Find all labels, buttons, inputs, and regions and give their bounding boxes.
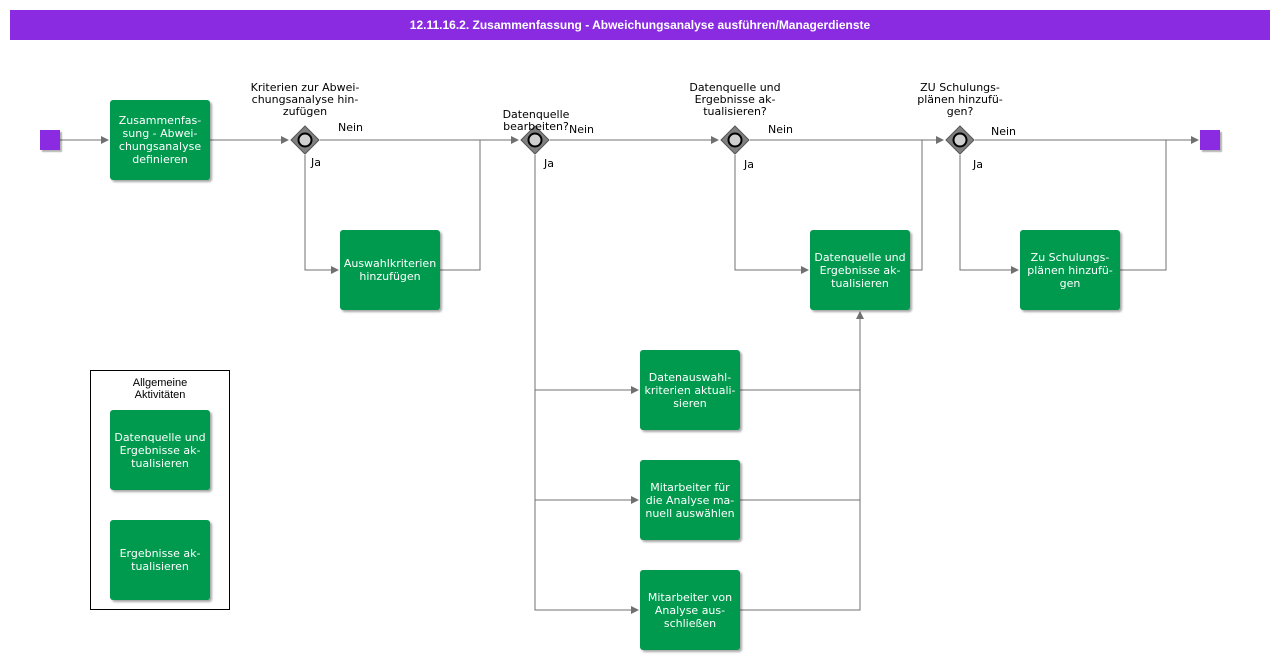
group-title: Allgemeine Aktivitäten bbox=[132, 377, 188, 401]
flow-g3-ja bbox=[734, 155, 809, 274]
flow-g2-ja-2 bbox=[534, 390, 639, 504]
task-select-employees[interactable]: Mitarbeiter für die Analyse ma- nuell au… bbox=[640, 460, 740, 540]
task-define-summary[interactable]: Zusammenfas- sung - Abwei- chungsanalyse… bbox=[110, 100, 210, 180]
task-update-selection-criteria[interactable]: Datenauswahl- kriterien aktuali- sieren bbox=[640, 350, 740, 430]
flow-g1-ja bbox=[304, 155, 339, 274]
gateway-2[interactable] bbox=[520, 125, 550, 155]
flow-g4-ja bbox=[959, 155, 1019, 274]
general-activities-group: Allgemeine Aktivitäten bbox=[90, 370, 230, 610]
flow-g2-ja-1 bbox=[534, 155, 639, 394]
task-update-datasource[interactable]: Datenquelle und Ergebnisse ak- tualisier… bbox=[810, 230, 910, 310]
flow-label-ja-4: Ja bbox=[973, 158, 983, 171]
flow-training-merge bbox=[1120, 140, 1167, 271]
end-event[interactable] bbox=[1200, 130, 1220, 150]
gateway-4-label: ZU Schulungs- plänen hinzufü- gen? bbox=[917, 81, 1003, 118]
flow-label-nein-1: Nein bbox=[338, 121, 364, 134]
start-event[interactable] bbox=[40, 130, 60, 150]
task-exclude-employees[interactable]: Mitarbeiter von Analyse aus- schließen bbox=[640, 570, 740, 650]
task-add-training[interactable]: Zu Schulungs- plänen hinzufü- gen bbox=[1020, 230, 1120, 310]
gateway-2-label: Datenquelle bearbeiten? bbox=[502, 108, 570, 133]
flow-g2-ja-3 bbox=[534, 500, 639, 614]
gateway-4[interactable] bbox=[945, 125, 975, 155]
flow-update-merge bbox=[910, 140, 923, 271]
gateway-1-label: Kriterien zur Abwei- chungsanalyse hin- … bbox=[250, 81, 360, 118]
gateway-3-label: Datenquelle und Ergebnisse ak- tualisier… bbox=[689, 81, 781, 118]
flow-label-nein-2: Nein bbox=[569, 123, 595, 136]
task-add-criteria[interactable]: Auswahlkriterien hinzufügen bbox=[340, 230, 440, 310]
flow-label-ja-3: Ja bbox=[744, 158, 754, 171]
flow-label-ja-1: Ja bbox=[311, 156, 321, 169]
flow-label-ja-2: Ja bbox=[544, 157, 554, 170]
flow-label-nein-4: Nein bbox=[991, 125, 1017, 138]
flow-exclude-to-update bbox=[740, 311, 864, 611]
group-task-update-results[interactable]: Ergebnisse ak- tualisieren bbox=[110, 520, 210, 600]
gateway-3[interactable] bbox=[720, 125, 750, 155]
flow-label-nein-3: Nein bbox=[768, 123, 794, 136]
gateway-1[interactable] bbox=[290, 125, 320, 155]
flow-criteria-merge bbox=[440, 140, 481, 271]
diagram-title: 12.11.16.2. Zusammenfassung - Abweichung… bbox=[10, 10, 1270, 40]
group-task-update-datasource[interactable]: Datenquelle und Ergebnisse ak- tualisier… bbox=[110, 410, 210, 490]
